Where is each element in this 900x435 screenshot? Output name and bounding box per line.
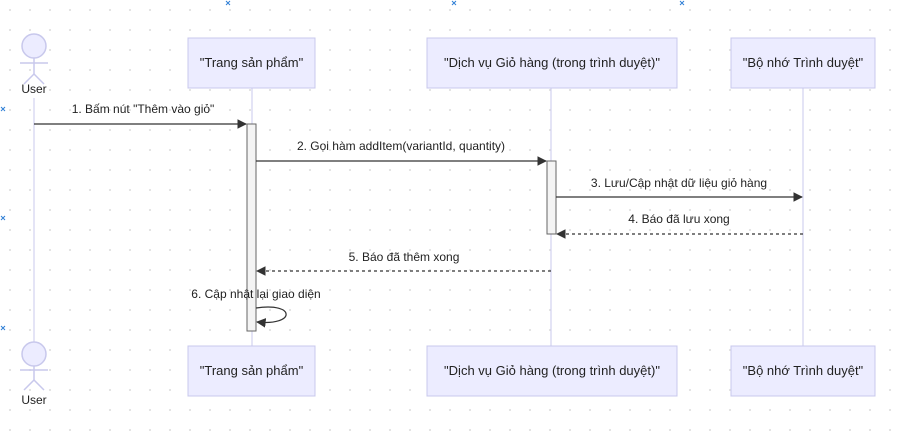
participant-label: "Bộ nhớ Trình duyệt" xyxy=(743,363,864,378)
message-4: 4. Báo đã lưu xong xyxy=(556,212,803,239)
marker-icon xyxy=(225,0,231,6)
participant-page-top: "Trang sản phẩm" xyxy=(187,37,316,89)
actor-label: User xyxy=(21,393,46,407)
participant-label: "Bộ nhớ Trình duyệt" xyxy=(743,55,864,70)
marker-icon xyxy=(451,0,457,6)
marker-icon xyxy=(679,0,685,6)
message-label: 2. Gọi hàm addItem(variantId, quantity) xyxy=(297,139,505,153)
participant-page-bottom: "Trang sản phẩm" xyxy=(187,345,316,397)
message-label: 1. Bấm nút "Thêm vào giỏ" xyxy=(72,102,215,116)
message-2: 2. Gọi hàm addItem(variantId, quantity) xyxy=(256,139,547,166)
activation-bar-page xyxy=(246,123,257,332)
marker-icon xyxy=(0,325,6,331)
marker-icon xyxy=(0,106,6,112)
message-label: 6. Cập nhật lại giao diện xyxy=(191,287,320,301)
actor-user-bottom: User xyxy=(20,341,48,407)
participant-storage-bottom: "Bộ nhớ Trình duyệt" xyxy=(730,345,876,397)
stick-figure-icon xyxy=(20,33,48,85)
participant-label: "Trang sản phẩm" xyxy=(200,363,304,378)
message-6: 6. Cập nhật lại giao diện xyxy=(191,287,321,328)
marker-icon xyxy=(0,215,6,221)
message-5: 5. Báo đã thêm xong xyxy=(256,250,551,276)
participant-label: "Dịch vụ Giỏ hàng (trong trình duyệt)" xyxy=(444,55,660,70)
message-label: 5. Báo đã thêm xong xyxy=(349,250,460,264)
stick-figure-icon xyxy=(20,341,48,391)
message-1: 1. Bấm nút "Thêm vào giỏ" xyxy=(34,102,247,129)
canvas-markers xyxy=(0,0,685,331)
participant-cart-top: "Dịch vụ Giỏ hàng (trong trình duyệt)" xyxy=(426,37,678,89)
message-label: 4. Báo đã lưu xong xyxy=(628,212,729,226)
message-label: 3. Lưu/Cập nhật dữ liệu giỏ hàng xyxy=(591,176,767,190)
actor-label: User xyxy=(21,82,46,96)
message-3: 3. Lưu/Cập nhật dữ liệu giỏ hàng xyxy=(556,176,803,202)
participant-label: "Dịch vụ Giỏ hàng (trong trình duyệt)" xyxy=(444,363,660,378)
participant-storage-top: "Bộ nhớ Trình duyệt" xyxy=(730,37,876,89)
participant-label: "Trang sản phẩm" xyxy=(200,55,304,70)
actor-user-top: User xyxy=(20,33,48,96)
activation-bar-cart xyxy=(546,160,557,235)
message-arrow xyxy=(255,306,287,328)
participant-cart-bottom: "Dịch vụ Giỏ hàng (trong trình duyệt)" xyxy=(426,345,678,397)
